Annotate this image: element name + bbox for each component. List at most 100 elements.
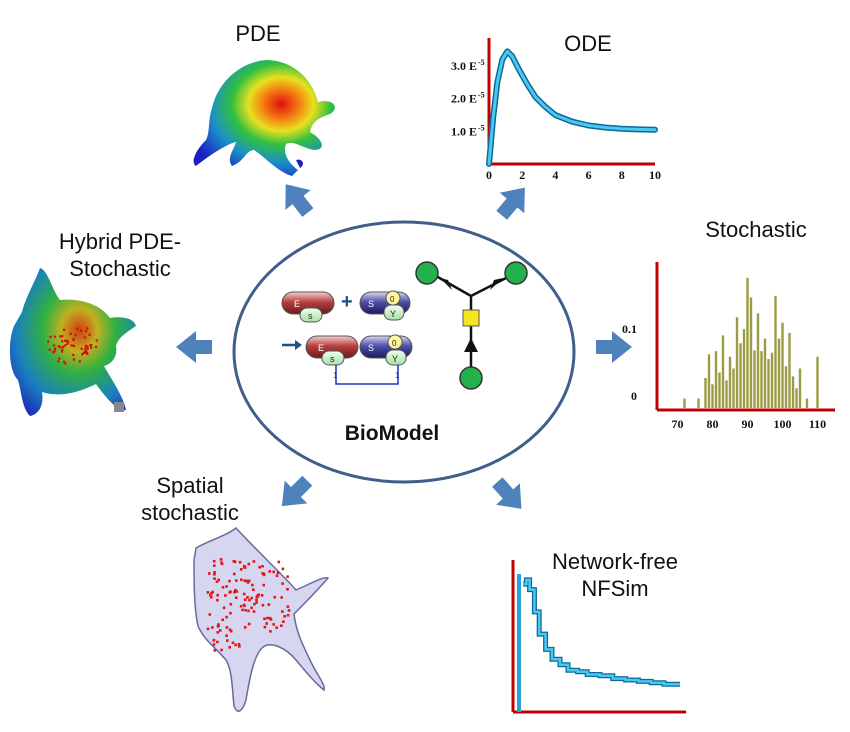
molecule-dot: [237, 642, 241, 646]
molecule-dot: [273, 595, 276, 599]
molecule-dot: [229, 611, 232, 615]
molecule-dot: [231, 641, 235, 645]
molecule-dot: [275, 626, 278, 629]
molecule-dot: [80, 329, 83, 332]
molecule-dot: [229, 629, 233, 633]
pde-cell-image: [193, 60, 335, 176]
spatial-cell-image: [193, 526, 330, 712]
molecule-dot: [248, 598, 251, 602]
molecule-dot: [252, 588, 255, 591]
molecule-dot: [247, 579, 251, 583]
molecule-dot: [60, 350, 64, 353]
molecule-dot: [59, 346, 62, 349]
site-zero-bottom: [387, 334, 403, 350]
molecule-dot: [213, 577, 216, 580]
molecule-dot: [242, 592, 246, 596]
molecule-dot: [229, 590, 232, 593]
molecule-dot: [217, 624, 220, 628]
molecule-dot: [62, 328, 66, 331]
molecule-dot: [72, 358, 76, 361]
molecule-dot: [212, 643, 216, 646]
molecule-dot: [242, 603, 246, 607]
molecule-dot: [72, 353, 75, 357]
molecule-dot: [286, 605, 290, 608]
arrowhead-right: [490, 278, 503, 290]
molecule-dot: [253, 602, 256, 606]
ode-series-line: [487, 49, 657, 166]
molecule-dot: [234, 588, 237, 592]
stochastic-bar: [739, 343, 742, 408]
molecule-dot: [84, 344, 87, 347]
molecule-dot: [266, 616, 269, 620]
molecule-dot: [216, 631, 220, 634]
molecule-dot: [269, 630, 272, 633]
molecule-dot: [239, 568, 243, 571]
molecule-dot: [213, 649, 217, 652]
molecule-dot: [252, 560, 256, 563]
block-arrows: [176, 184, 632, 509]
molecule-dot: [53, 349, 57, 352]
stochastic-bar: [791, 376, 795, 408]
stochastic-bar: [788, 333, 791, 408]
molecule-dot: [226, 639, 229, 642]
molecule-dot: [268, 616, 272, 620]
molecule-dot: [247, 622, 251, 626]
molecule-dot: [80, 347, 83, 350]
molecule-dot: [86, 345, 89, 348]
stochastic-bar: [763, 338, 767, 408]
stochastic-bar: [746, 277, 749, 408]
molecule-dot: [219, 558, 223, 561]
molecule-dot: [212, 639, 216, 642]
molecule-dot: [262, 573, 266, 577]
hybrid-cell-image: [9, 268, 136, 416]
molecule-dot: [225, 615, 228, 619]
molecule-dot: [240, 578, 243, 582]
molecule-dot: [86, 347, 89, 350]
stochastic-bar: [718, 372, 721, 408]
s2-label-bottom: S: [368, 343, 374, 353]
molecule-dot: [246, 581, 250, 584]
molecule-dot: [276, 571, 280, 574]
s-label-bottom: s: [330, 354, 335, 364]
molecule-dot: [225, 626, 229, 629]
plus-sign: +: [341, 291, 353, 313]
stochastic-bar: [760, 351, 763, 408]
molecule-dot: [53, 335, 57, 338]
molecule-dot: [282, 620, 285, 623]
arrow-to-stochastic: [596, 331, 632, 363]
molecule-dot: [209, 593, 212, 597]
molecule-dot: [277, 560, 281, 564]
stochastic-bar: [756, 313, 760, 408]
molecule-dot: [215, 580, 219, 583]
molecule-dot: [217, 623, 220, 626]
molecule-dot: [287, 609, 291, 612]
molecule-dot: [281, 582, 284, 585]
molecule-dot: [251, 583, 254, 587]
molecule-dot: [221, 618, 224, 622]
stochastic-bar: [753, 350, 756, 408]
network-graph: [415, 261, 528, 390]
molecule-dot: [47, 340, 50, 343]
zero-label-bottom: 0: [392, 339, 397, 348]
label-pde: PDE: [235, 21, 281, 46]
molecule-dot: [238, 645, 241, 648]
molecule-dot: [225, 585, 228, 588]
molecule-dot: [216, 593, 219, 597]
stochastic-bar: [728, 356, 732, 408]
molecule-dot: [72, 338, 75, 341]
molecule-dot: [211, 626, 214, 629]
molecule-dot: [213, 573, 216, 576]
s-label-top: s: [308, 311, 313, 321]
stochastic-x-tick-label: 110: [809, 417, 826, 431]
molecule-dot: [70, 344, 73, 347]
nfsim-series-line: [523, 578, 680, 686]
molecule-dot: [243, 565, 246, 569]
ode-x-tick-label: 0: [486, 168, 492, 182]
molecule-dot: [222, 606, 226, 610]
molecule-dot: [94, 345, 98, 349]
molecule-dot: [255, 598, 258, 602]
stochastic-bar: [798, 368, 802, 408]
network-node-center: [462, 309, 480, 327]
stochastic-bar: [805, 398, 809, 408]
